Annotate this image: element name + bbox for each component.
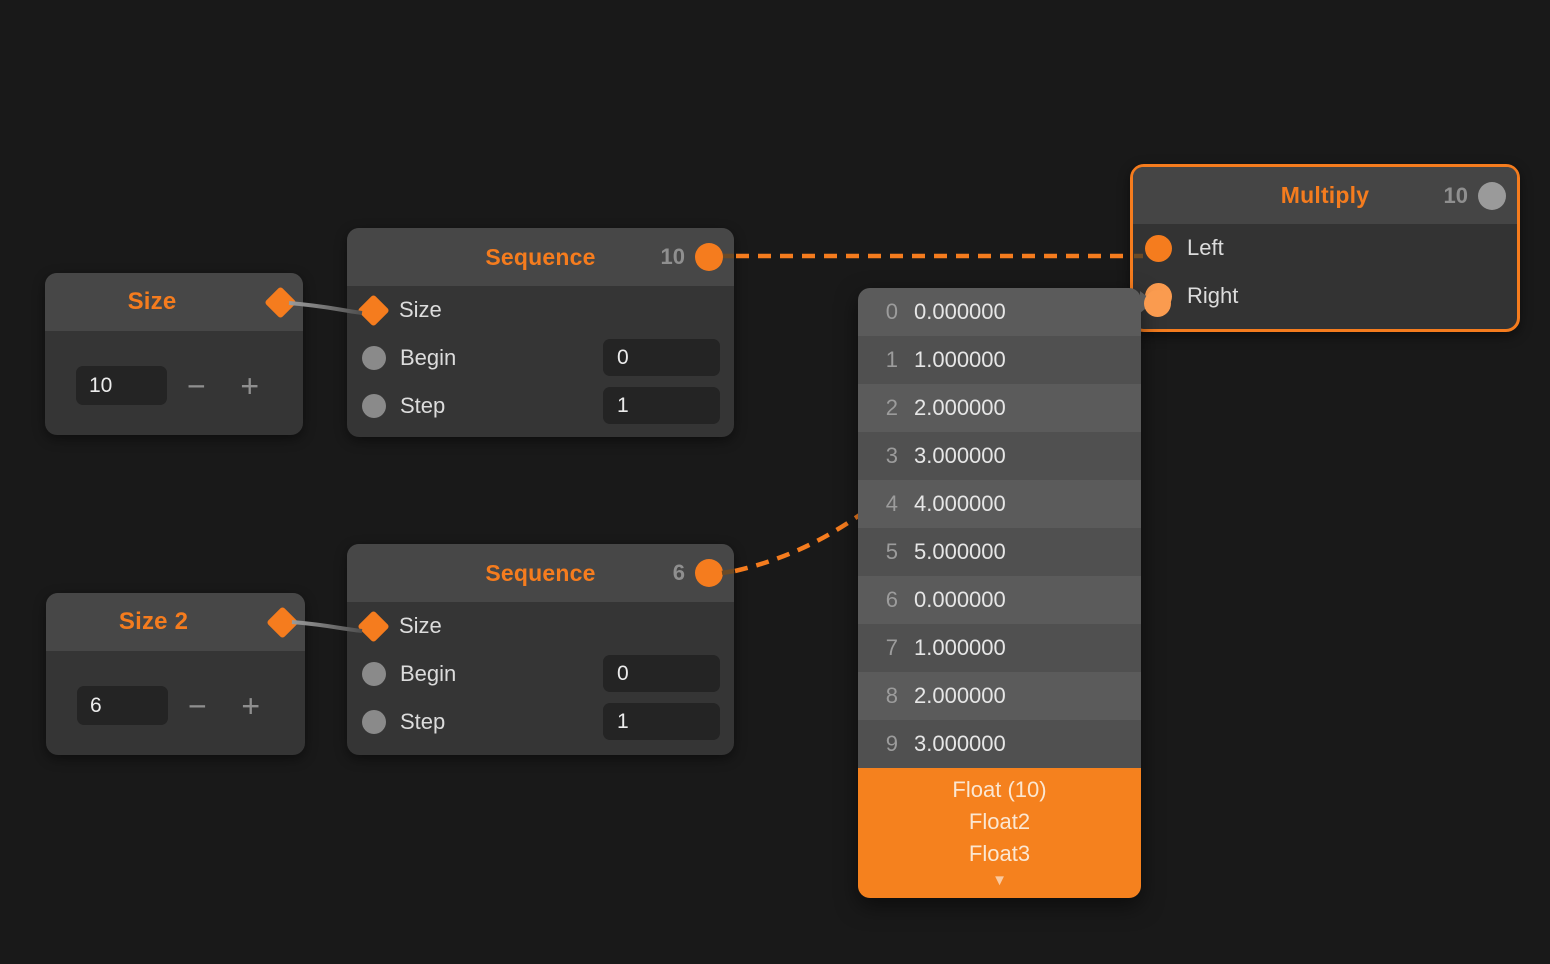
node-title: Sequence	[485, 559, 596, 586]
value-row: 9 3.000000	[858, 720, 1141, 768]
step-input-port-icon[interactable]	[362, 394, 386, 418]
sequence-output-port-icon[interactable]	[695, 243, 723, 271]
node-title: Multiply	[1280, 182, 1370, 208]
left-input-port-icon[interactable]	[1145, 234, 1172, 262]
output-count: 6	[672, 560, 685, 585]
type-option-float10[interactable]: Float (10)	[952, 777, 1047, 802]
type-selector[interactable]: Float (10) Float2 Float3 ▼	[858, 768, 1141, 898]
size-output-port-icon[interactable]	[264, 285, 297, 319]
node-multiply[interactable]: Multiply 10 Left Right	[1130, 164, 1520, 332]
input-label: Left	[1187, 235, 1224, 260]
begin-value-input[interactable]	[603, 655, 720, 692]
right-input-port-icon[interactable]	[1144, 290, 1171, 317]
node-multiply-header[interactable]: Multiply 10	[1133, 167, 1517, 224]
value-row: 0 0.000000	[858, 288, 1141, 336]
node-size-2[interactable]: Size 2 − +	[46, 593, 305, 755]
size-value-input[interactable]	[76, 366, 167, 405]
value-row: 4 4.000000	[858, 480, 1141, 528]
output-count: 10	[1443, 182, 1468, 208]
value-row: 7 1.000000	[858, 624, 1141, 672]
node-title: Sequence	[485, 243, 596, 270]
value-row: 1 1.000000	[858, 336, 1141, 384]
value-preview-panel: 0 0.000000 1 1.000000 2 2.000000 3 3.000…	[858, 288, 1154, 898]
begin-value-input[interactable]	[603, 339, 720, 376]
step-value-input[interactable]	[603, 703, 720, 740]
step-value-input[interactable]	[603, 387, 720, 424]
increment-button[interactable]: +	[240, 367, 259, 404]
increment-button[interactable]: +	[241, 687, 260, 724]
begin-input-port-icon[interactable]	[362, 346, 386, 370]
node-title: Size 2	[118, 608, 189, 635]
decrement-button[interactable]: −	[188, 687, 207, 724]
input-label: Size	[399, 297, 442, 322]
sequence-output-port-icon[interactable]	[695, 559, 723, 587]
size-value-input[interactable]	[77, 686, 168, 725]
type-option-float2[interactable]: Float2	[968, 809, 1031, 834]
value-row: 3 3.000000	[858, 432, 1141, 480]
input-label: Step	[400, 393, 446, 418]
multiply-output-port-icon[interactable]	[1478, 181, 1506, 210]
value-row: 8 2.000000	[858, 672, 1141, 720]
decrement-button[interactable]: −	[187, 367, 206, 404]
input-label: Begin	[400, 661, 457, 686]
node-size-header[interactable]: Size	[45, 273, 303, 331]
node-size-2-header[interactable]: Size 2	[46, 593, 305, 651]
node-size[interactable]: Size − +	[45, 273, 303, 435]
input-label: Begin	[400, 345, 457, 370]
node-sequence-2[interactable]: Sequence 6 Size Begin Step	[347, 544, 734, 755]
value-list: 0 0.000000 1 1.000000 2 2.000000 3 3.000…	[858, 288, 1141, 768]
size-output-port-icon[interactable]	[266, 605, 299, 639]
node-sequence-header[interactable]: Sequence 10	[347, 228, 734, 286]
step-input-port-icon[interactable]	[362, 710, 386, 734]
value-row: 5 5.000000	[858, 528, 1141, 576]
begin-input-port-icon[interactable]	[362, 662, 386, 686]
input-label: Step	[400, 709, 446, 734]
type-option-float3[interactable]: Float3	[968, 841, 1031, 866]
size-input-port-icon[interactable]	[357, 293, 390, 327]
node-sequence[interactable]: Sequence 10 Size Begin Step	[347, 228, 734, 437]
value-row: 6 0.000000	[858, 576, 1141, 624]
input-label: Size	[399, 613, 442, 638]
value-row: 2 2.000000	[858, 384, 1141, 432]
node-title: Size	[127, 288, 177, 315]
collapse-arrow-icon[interactable]: ▼	[992, 872, 1007, 889]
input-label: Right	[1187, 283, 1239, 308]
size-input-port-icon[interactable]	[357, 609, 390, 643]
node-sequence-2-header[interactable]: Sequence 6	[347, 544, 734, 602]
output-count: 10	[660, 244, 685, 269]
